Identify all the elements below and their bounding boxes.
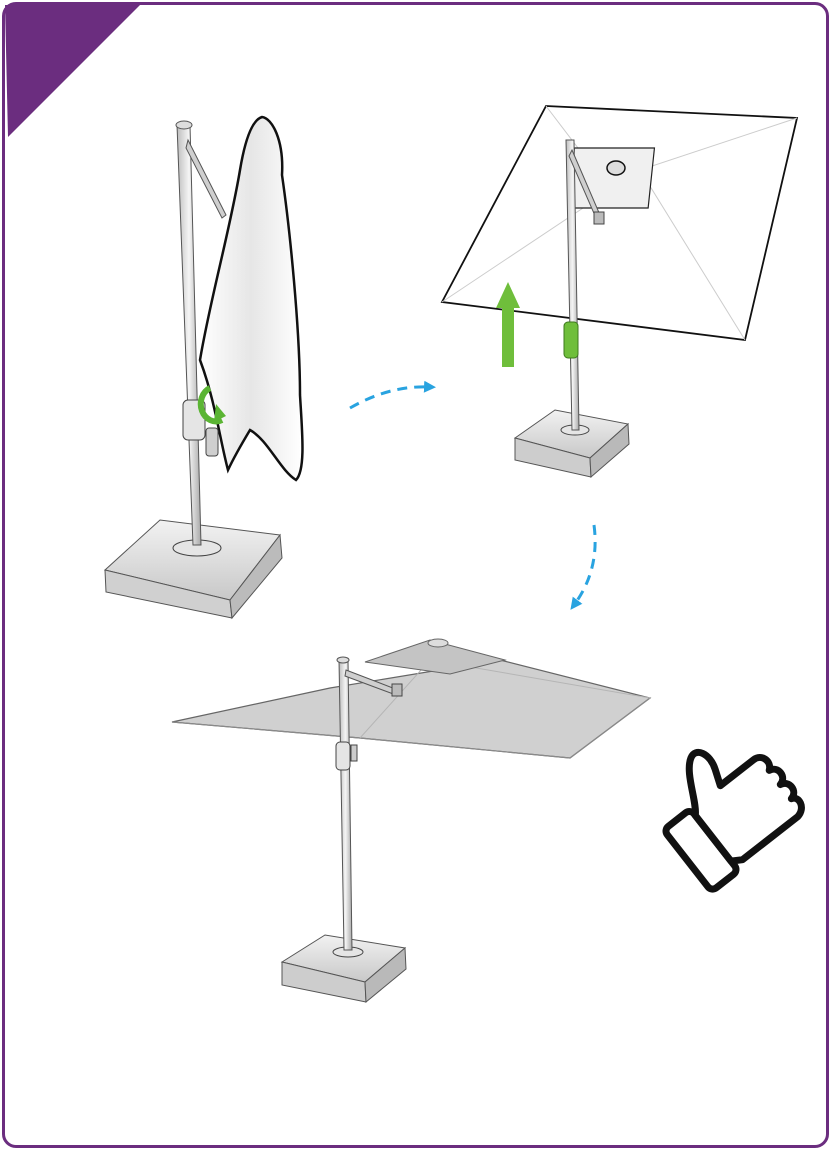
closed-canopy bbox=[198, 115, 304, 482]
thumbs-up-icon bbox=[662, 748, 805, 893]
crank-handle-3 bbox=[335, 741, 351, 771]
lift-up-arrow bbox=[496, 282, 520, 367]
step-2-lifting-canopy bbox=[440, 105, 799, 479]
step-arrow-1 bbox=[349, 380, 436, 410]
rotate-crank-icon bbox=[197, 385, 226, 425]
base-weight-1 bbox=[103, 519, 283, 620]
canopy-underside bbox=[440, 105, 799, 341]
corner-tab bbox=[5, 5, 140, 137]
pole-1 bbox=[176, 124, 202, 546]
crank-handle-2 bbox=[563, 321, 579, 359]
step-1-closed-umbrella bbox=[103, 115, 304, 620]
step-arrow-2 bbox=[570, 524, 597, 610]
arm-1 bbox=[185, 138, 227, 219]
step-3-open-umbrella bbox=[171, 638, 652, 1004]
